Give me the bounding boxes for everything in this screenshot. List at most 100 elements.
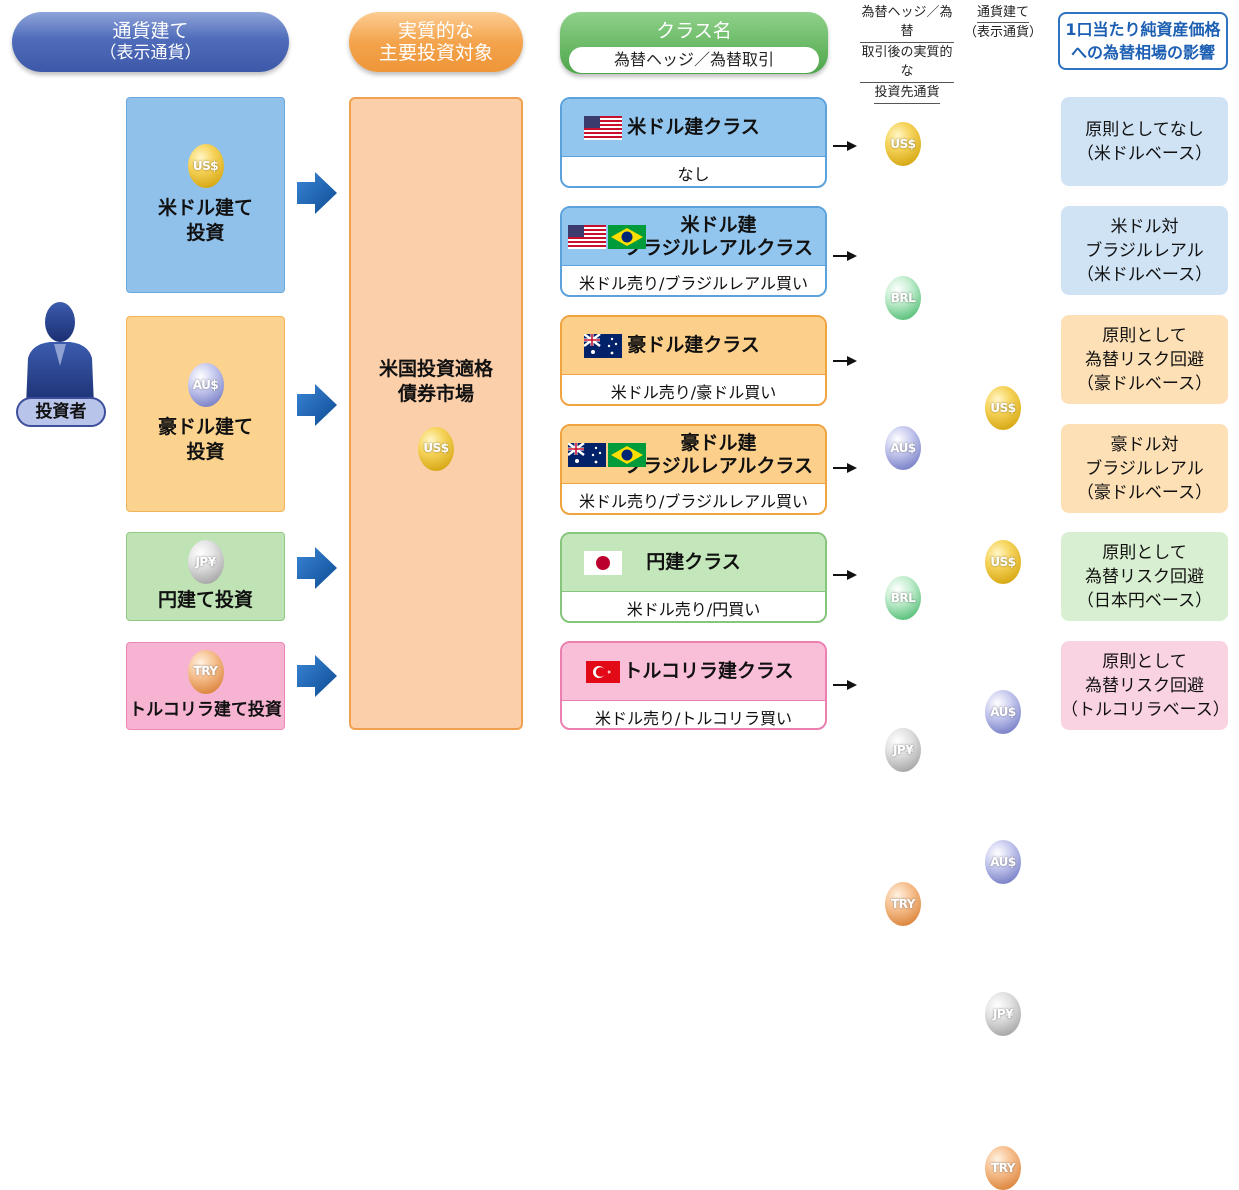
arrow-right-icon bbox=[833, 141, 857, 151]
arrow-right-icon bbox=[833, 251, 857, 261]
hedge-header-line3: 投資先通貨 bbox=[874, 83, 940, 104]
impact-line1: 原則として bbox=[1102, 651, 1187, 672]
arrow-right-icon bbox=[833, 463, 857, 473]
aud-investment-line1: 豪ドル建て bbox=[157, 416, 253, 438]
market-line1: 米国投資適格 bbox=[378, 357, 493, 380]
aud-coin-icon: AU$ bbox=[985, 690, 1021, 734]
try-investment-line1: トルコリラ建て投資 bbox=[129, 699, 282, 720]
impact-line3: （豪ドルベース） bbox=[1076, 482, 1213, 503]
impact-header-line2: への為替相場の影響 bbox=[1070, 43, 1215, 62]
impact-box: 米ドル対 ブラジルレアル （米ドルベース） bbox=[1061, 206, 1228, 295]
market-line2: 債券市場 bbox=[397, 382, 474, 405]
hedge-currency-header: 為替ヘッジ／為替 取引後の実質的な 投資先通貨 bbox=[860, 3, 954, 104]
class-aud-brl: 豪ドル建ブラジルレアルクラス 米ドル売り/ブラジルレアル買い bbox=[560, 424, 827, 515]
try-coin-icon: TRY bbox=[985, 1146, 1021, 1190]
class-usd: 米ドル建クラス なし bbox=[560, 97, 827, 188]
class-header-sub: 為替ヘッジ／為替取引 bbox=[569, 46, 819, 73]
try-investment-box: TRY トルコリラ建て投資 bbox=[126, 642, 285, 730]
usd-coin-icon: US$ bbox=[885, 122, 921, 166]
usd-investment-line1: 米ドル建て bbox=[157, 197, 253, 219]
brazil-flag-icon bbox=[608, 224, 646, 249]
impact-box: 原則としてなし （米ドルベース） bbox=[1061, 97, 1228, 186]
class-usd-brl: 米ドル建ブラジルレアルクラス 米ドル売り/ブラジルレアル買い bbox=[560, 206, 827, 297]
impact-line1: 原則として bbox=[1102, 325, 1187, 346]
aud-coin-icon: AU$ bbox=[985, 840, 1021, 884]
hedge-method: なし bbox=[562, 156, 825, 186]
hedge-method: 米ドル売り/ブラジルレアル買い bbox=[562, 265, 825, 295]
us-flag-icon bbox=[584, 115, 622, 140]
jpy-investment-line1: 円建て投資 bbox=[157, 589, 253, 611]
hedge-method: 米ドル売り/豪ドル買い bbox=[562, 374, 825, 404]
impact-line3: （日本円ベース） bbox=[1076, 590, 1213, 611]
aud-investment-box: AU$ 豪ドル建て 投資 bbox=[126, 316, 285, 512]
arrow-right-icon bbox=[833, 680, 857, 690]
display-header-line2: （表示通貨） bbox=[963, 25, 1042, 40]
impact-line2: 為替リスク回避 bbox=[1085, 349, 1204, 370]
jpy-coin-icon: JP¥ bbox=[885, 728, 921, 772]
impact-line3: （豪ドルベース） bbox=[1076, 373, 1213, 394]
impact-line1: 豪ドル対 bbox=[1110, 434, 1179, 455]
currency-header-title: 通貨建て bbox=[112, 20, 189, 42]
asset-header: 実質的な 主要投資対象 bbox=[349, 12, 523, 72]
hedge-header-line2: 取引後の実質的な bbox=[860, 43, 954, 83]
arrow-right-icon bbox=[297, 655, 337, 697]
class-name: 米ドル建クラス bbox=[627, 116, 760, 138]
australia-flag-icon bbox=[568, 442, 606, 467]
jpy-investment-box: JP¥ 円建て投資 bbox=[126, 532, 285, 621]
impact-line3: （米ドルベース） bbox=[1076, 264, 1213, 285]
brl-coin-icon: BRL bbox=[885, 576, 921, 620]
class-name: 豪ドル建ブラジルレアルクラス bbox=[623, 431, 814, 477]
class-header-title: クラス名 bbox=[656, 19, 732, 42]
class-name: 円建クラス bbox=[646, 551, 741, 573]
impact-box: 原則として 為替リスク回避 （日本円ベース） bbox=[1061, 532, 1228, 621]
display-currency-header: 通貨建て （表示通貨） bbox=[962, 3, 1044, 42]
impact-box: 原則として 為替リスク回避 （豪ドルベース） bbox=[1061, 315, 1228, 404]
us-bond-market-box: 米国投資適格 債券市場 US$ bbox=[349, 97, 523, 730]
australia-flag-icon bbox=[584, 333, 622, 358]
brl-coin-icon: BRL bbox=[885, 276, 921, 320]
asset-header-line1: 実質的な bbox=[397, 20, 474, 42]
impact-box: 原則として 為替リスク回避 （トルコリラベース） bbox=[1061, 641, 1230, 730]
currency-header: 通貨建て （表示通貨） bbox=[12, 12, 289, 72]
aud-investment-line2: 投資 bbox=[186, 441, 225, 463]
hedge-header-line1: 為替ヘッジ／為替 bbox=[860, 3, 954, 43]
impact-box: 豪ドル対 ブラジルレアル （豪ドルベース） bbox=[1061, 424, 1228, 513]
hedge-method: 米ドル売り/円買い bbox=[562, 591, 825, 621]
usd-coin-icon: US$ bbox=[985, 386, 1021, 430]
hedge-method: 米ドル売り/ブラジルレアル買い bbox=[562, 483, 825, 513]
class-name: トルコリラ建クラス bbox=[623, 660, 794, 682]
try-coin-icon: TRY bbox=[187, 649, 224, 694]
impact-line2: ブラジルレアル bbox=[1085, 240, 1204, 261]
impact-line1: 米ドル対 bbox=[1110, 216, 1179, 237]
asset-header-line2: 主要投資対象 bbox=[378, 42, 493, 64]
impact-header-line1: 1口当たり純資産価格 bbox=[1065, 20, 1221, 39]
arrow-right-icon bbox=[833, 356, 857, 366]
brazil-flag-icon bbox=[608, 442, 646, 467]
investor-silhouette-icon bbox=[26, 302, 94, 406]
impact-header: 1口当たり純資産価格 への為替相場の影響 bbox=[1058, 12, 1228, 70]
currency-header-sub: （表示通貨） bbox=[99, 43, 202, 63]
jpy-coin-icon: JP¥ bbox=[187, 540, 224, 584]
impact-line1: 原則としてなし bbox=[1085, 119, 1204, 140]
display-header-line1: 通貨建て bbox=[976, 3, 1029, 23]
impact-line2: 為替リスク回避 bbox=[1085, 566, 1204, 587]
us-flag-icon bbox=[568, 224, 606, 249]
usd-coin-icon: US$ bbox=[418, 426, 454, 471]
hedge-method: 米ドル売り/トルコリラ買い bbox=[562, 700, 825, 728]
aud-coin-icon: AU$ bbox=[885, 426, 921, 470]
arrow-right-icon bbox=[297, 547, 337, 589]
impact-line2: （米ドルベース） bbox=[1076, 143, 1213, 164]
impact-line2: ブラジルレアル bbox=[1085, 458, 1204, 479]
usd-coin-icon: US$ bbox=[985, 540, 1021, 584]
aud-coin-icon: AU$ bbox=[187, 363, 224, 407]
impact-line3: （トルコリラベース） bbox=[1061, 699, 1230, 720]
japan-flag-icon bbox=[584, 550, 622, 575]
turkey-flag-icon bbox=[586, 660, 620, 683]
arrow-right-icon bbox=[297, 384, 337, 426]
try-coin-icon: TRY bbox=[885, 882, 921, 926]
impact-line1: 原則として bbox=[1102, 542, 1187, 563]
usd-coin-icon: US$ bbox=[187, 144, 224, 188]
impact-line2: 為替リスク回避 bbox=[1085, 675, 1204, 696]
class-aud: 豪ドル建クラス 米ドル売り/豪ドル買い bbox=[560, 315, 827, 406]
class-header: クラス名 為替ヘッジ／為替取引 bbox=[560, 12, 828, 74]
